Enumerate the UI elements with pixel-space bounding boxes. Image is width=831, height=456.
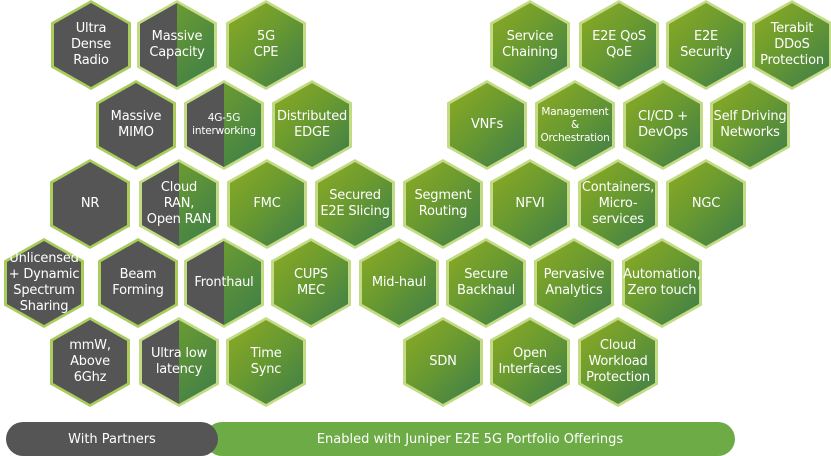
legend-juniper-label: Enabled with Juniper E2E 5G Portfolio Of… (316, 431, 624, 447)
hexagon-label: Ultra low latency (150, 346, 208, 377)
hexagon-label: Management & Orchestration (540, 105, 610, 144)
hexagon-label: 5G CPE (253, 29, 279, 60)
hexagon-open-interfaces: Open Interfaces (490, 317, 570, 407)
hexagon-label: Beam Forming (112, 267, 164, 298)
hexagon-ultra-low-latency: Ultra low latency (139, 317, 219, 407)
hexagon-label: NGC (691, 196, 721, 211)
hexagon-label: Pervasive Analytics (543, 267, 605, 298)
hexagon-fill (54, 3, 128, 87)
legend-partners-label: With Partners (68, 431, 156, 447)
hexagon-label: Fronthaul (194, 275, 254, 290)
hexagon-label: Unlicensed + Dynamic Spectrum Sharing (8, 251, 80, 314)
hexagon-ngc: NGC (666, 159, 746, 249)
hexagon-beam-forming: Beam Forming (98, 238, 178, 328)
hexagon-label: Distributed EDGE (276, 109, 348, 140)
hexagon-terabit-ddos-protection: Terabit DDoS Protection (752, 0, 831, 90)
hexagon-fill (406, 320, 480, 404)
hexagon-fill (362, 241, 436, 325)
hexagon-sdn: SDN (403, 317, 483, 407)
hexagon-label: Secure Backhaul (456, 267, 516, 298)
hexagon-label: mmW, Above 6Ghz (69, 338, 111, 385)
hexagon-label: Automation, Zero touch (623, 267, 701, 298)
hexagon-label: Segment Routing (414, 188, 472, 219)
hexagon-unlicensed-dynamic-spectrum-sharing: Unlicensed + Dynamic Spectrum Sharing (4, 238, 84, 328)
hexagon-cloud-workload-protection: Cloud Workload Protection (578, 317, 658, 407)
hexagon-nr: NR (50, 159, 130, 249)
hexagon-fmc: FMC (227, 159, 307, 249)
hexagon-label: Ultra Dense Radio (70, 21, 112, 68)
hexagon-label: E2E Security (680, 29, 732, 60)
hexagon-time-sync: Time Sync (226, 317, 306, 407)
hexagon-fill (275, 83, 349, 167)
hexagon-4g-5g-interworking: 4G-5G interworking (184, 80, 264, 170)
hexagon-secured-e2e-slicing: Secured E2E Slicing (315, 159, 395, 249)
hexagon-label: Service Chaining (502, 29, 558, 60)
hexagon-vnfs: VNFs (447, 80, 527, 170)
hexagon-label: Secured E2E Slicing (320, 188, 390, 219)
hexagon-label: Massive Capacity (149, 29, 205, 60)
hexagon-segment-routing: Segment Routing (403, 159, 483, 249)
hexagon-self-driving-networks: Self Driving Networks (710, 80, 790, 170)
hexagon-label: Terabit DDoS Protection (760, 21, 824, 68)
hexagon-label: FMC (253, 196, 281, 211)
hexagon-label: NFVI (515, 196, 545, 211)
legend-juniper-offerings: Enabled with Juniper E2E 5G Portfolio Of… (205, 422, 735, 456)
hexagon-label: Cloud RAN, Open RAN (146, 180, 212, 227)
hexagon-mid-haul: Mid-haul (359, 238, 439, 328)
hexagon-fill (406, 162, 480, 246)
hexagon-fill (450, 83, 524, 167)
hexagon-label: NR (80, 196, 100, 211)
hexagon-ultra-dense-radio: Ultra Dense Radio (51, 0, 131, 90)
hexagon-label: E2E QoS QoE (592, 29, 646, 60)
hexagon-fronthaul: Fronthaul (184, 238, 264, 328)
hexagon-label: CI/CD + DevOps (637, 109, 688, 140)
hexagon-automation-zero-touch: Automation, Zero touch (622, 238, 702, 328)
hexagon-massive-capacity: Massive Capacity (137, 0, 217, 90)
hexagon-fill (318, 162, 392, 246)
hexagon-5g-cpe: 5G CPE (226, 0, 306, 90)
hexagon-label: Time Sync (250, 346, 282, 377)
hexagon-label: Self Driving Networks (713, 109, 787, 140)
hexagon-fill (53, 320, 127, 404)
hexagon-label: 4G-5G interworking (192, 112, 256, 137)
hexagon-label: VNFs (470, 117, 504, 132)
hexagon-label: Cloud Workload Protection (586, 338, 650, 385)
hexagon-e2e-security: E2E Security (666, 0, 746, 90)
hexagon-service-chaining: Service Chaining (490, 0, 570, 90)
hexagon-label: SDN (429, 354, 457, 369)
hexagon-ci-cd-devops: CI/CD + DevOps (623, 80, 703, 170)
hexagon-distributed-edge: Distributed EDGE (272, 80, 352, 170)
hexagon-cups-mec: CUPS MEC (271, 238, 351, 328)
hexagon-massive-mimo: Massive MIMO (96, 80, 176, 170)
hexagon-pervasive-analytics: Pervasive Analytics (534, 238, 614, 328)
hexagon-label: Containers, Micro- services (581, 180, 655, 227)
hexagon-label: Mid-haul (371, 275, 427, 290)
hexagon-fill (53, 162, 127, 246)
hexagon-fill (7, 241, 81, 325)
hexagon-fill (449, 241, 523, 325)
hexagon-label: Massive MIMO (110, 109, 162, 140)
hexagon-cloud-ran-open-ran: Cloud RAN, Open RAN (139, 159, 219, 249)
hexagon-nfvi: NFVI (490, 159, 570, 249)
hexagon-containers-micro-services: Containers, Micro- services (578, 159, 658, 249)
hexagon-secure-backhaul: Secure Backhaul (446, 238, 526, 328)
hexagon-label: CUPS MEC (294, 267, 328, 298)
hexagon-mmw-above-6ghz: mmW, Above 6Ghz (50, 317, 130, 407)
hexagon-management-orchestration: Management & Orchestration (535, 80, 615, 170)
hexagon-label: Open Interfaces (498, 346, 562, 377)
hexagon-fill (274, 241, 348, 325)
legend-with-partners: With Partners (6, 422, 218, 456)
hexagon-e2e-qos-qoe: E2E QoS QoE (579, 0, 659, 90)
